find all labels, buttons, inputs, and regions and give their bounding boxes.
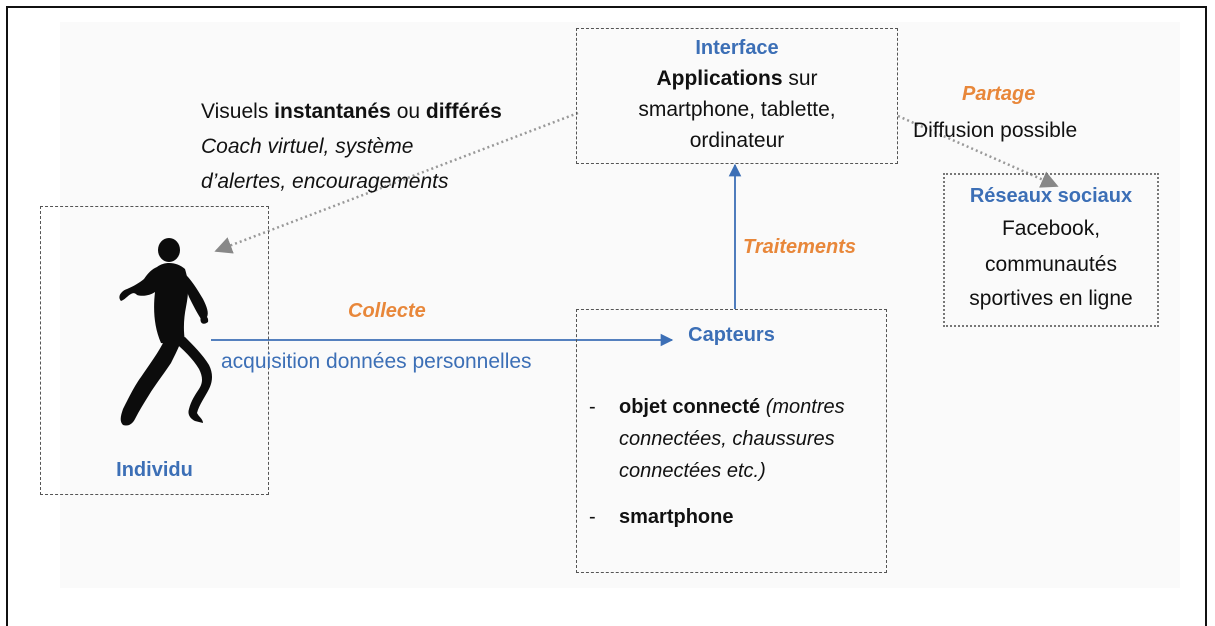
reseaux-box: Réseaux sociaux Facebook, communautés sp… bbox=[943, 173, 1159, 327]
interface-line3: ordinateur bbox=[689, 129, 785, 152]
interface-line1-bold: Applications bbox=[656, 67, 783, 90]
partage-arrow bbox=[897, 114, 1059, 188]
capteurs-box: Capteurs - objet connecté (montres conne… bbox=[576, 309, 887, 573]
capteurs-bullet-2: - bbox=[589, 506, 596, 528]
capteurs-item1-line1: objet connecté (montres bbox=[619, 396, 845, 419]
outer-frame bbox=[6, 6, 1207, 626]
visuels-line3: d’alertes, encouragements bbox=[201, 170, 449, 193]
capteurs-item1-italic: (montres bbox=[760, 396, 845, 418]
capteurs-item1-line3: connectées etc.) bbox=[619, 460, 766, 482]
capteurs-bullet-1: - bbox=[589, 396, 596, 418]
individu-box: Individu bbox=[40, 206, 269, 495]
interface-line1-rest: sur bbox=[782, 67, 818, 90]
diagram-canvas bbox=[60, 22, 1180, 588]
visuels-line2: Coach virtuel, système bbox=[201, 135, 414, 158]
capteurs-item1-line2: connectées, chaussures bbox=[619, 428, 835, 450]
collecte-title: Collecte bbox=[348, 300, 426, 322]
interface-line1: Applications sur bbox=[577, 67, 897, 91]
partage-subtitle: Diffusion possible bbox=[913, 119, 1078, 142]
reseaux-line1: Facebook, bbox=[1001, 217, 1101, 240]
visuels-part1: Visuels bbox=[201, 100, 275, 123]
reseaux-line3: sportives en ligne bbox=[969, 287, 1133, 310]
runner-silhouette-icon bbox=[119, 238, 212, 426]
capteurs-item2: smartphone bbox=[619, 506, 734, 528]
traitements-label: Traitements bbox=[743, 236, 857, 258]
interface-box: Interface Applications sur smartphone, t… bbox=[576, 28, 898, 164]
interface-line2: smartphone, tablette, bbox=[638, 98, 836, 121]
reseaux-line2: communautés bbox=[985, 253, 1117, 276]
reseaux-title: Réseaux sociaux bbox=[969, 185, 1133, 207]
visuels-part2: ou bbox=[390, 100, 426, 123]
capteurs-title: Capteurs bbox=[688, 324, 775, 346]
interface-title: Interface bbox=[695, 37, 779, 59]
visuels-bold1: instantanés bbox=[274, 100, 391, 123]
capteurs-item1-bold: objet connecté bbox=[619, 396, 761, 418]
individu-label: Individu bbox=[116, 459, 193, 481]
visuels-line1: Visuels instantanés ou différés bbox=[201, 100, 502, 124]
connectors bbox=[211, 111, 1059, 347]
visuels-bold2: différés bbox=[425, 100, 502, 123]
collecte-subtitle: acquisition données personnelles bbox=[221, 350, 532, 373]
partage-title: Partage bbox=[962, 83, 1036, 105]
